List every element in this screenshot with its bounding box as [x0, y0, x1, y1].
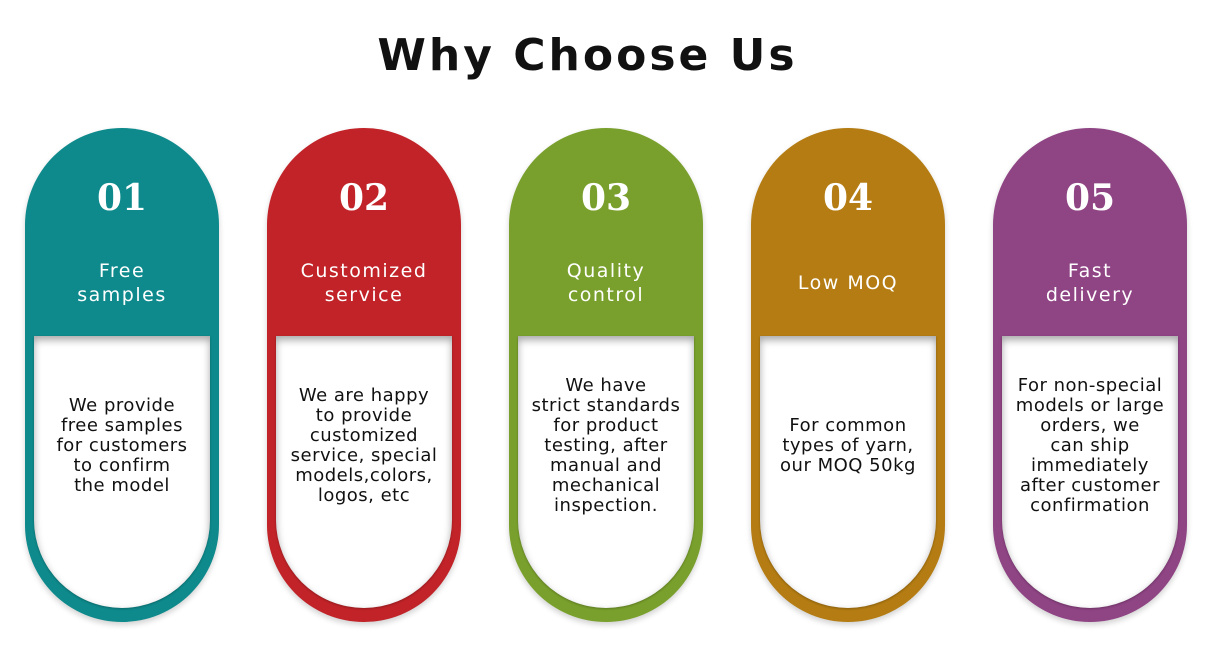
card-title: Customized service [300, 260, 428, 306]
card-title: Quality control [566, 260, 646, 306]
card-title: Low MOQ [797, 272, 899, 294]
card-description: We have strict standards for product tes… [531, 375, 681, 516]
card-number: 03 [580, 177, 632, 219]
feature-card-fast-delivery: 05 Fast delivery For non-special models … [993, 128, 1187, 622]
card-description: For common types of yarn, our MOQ 50kg [780, 415, 916, 476]
card-body: We are happy to provide customized servi… [276, 336, 452, 608]
card-body: For common types of yarn, our MOQ 50kg [760, 336, 936, 608]
card-number: 05 [1064, 177, 1116, 219]
card-number: 02 [338, 177, 390, 219]
feature-card-free-samples: 01 Free samples We provide free samples … [25, 128, 219, 622]
card-number: 01 [96, 177, 148, 219]
card-body: We provide free samples for customers to… [34, 336, 210, 608]
card-title: Fast delivery [1045, 260, 1135, 306]
card-title: Free samples [77, 260, 167, 306]
card-body: We have strict standards for product tes… [518, 336, 694, 608]
page-title: Why Choose Us [377, 30, 798, 81]
card-description: We are happy to provide customized servi… [290, 385, 438, 506]
feature-card-customized-service: 02 Customized service We are happy to pr… [267, 128, 461, 622]
feature-card-low-moq: 04 Low MOQ For common types of yarn, our… [751, 128, 945, 622]
card-description: We provide free samples for customers to… [56, 395, 188, 496]
feature-card-quality-control: 03 Quality control We have strict standa… [509, 128, 703, 622]
card-description: For non-special models or large orders, … [1015, 375, 1165, 516]
card-number: 04 [822, 177, 874, 219]
card-body: For non-special models or large orders, … [1002, 336, 1178, 608]
